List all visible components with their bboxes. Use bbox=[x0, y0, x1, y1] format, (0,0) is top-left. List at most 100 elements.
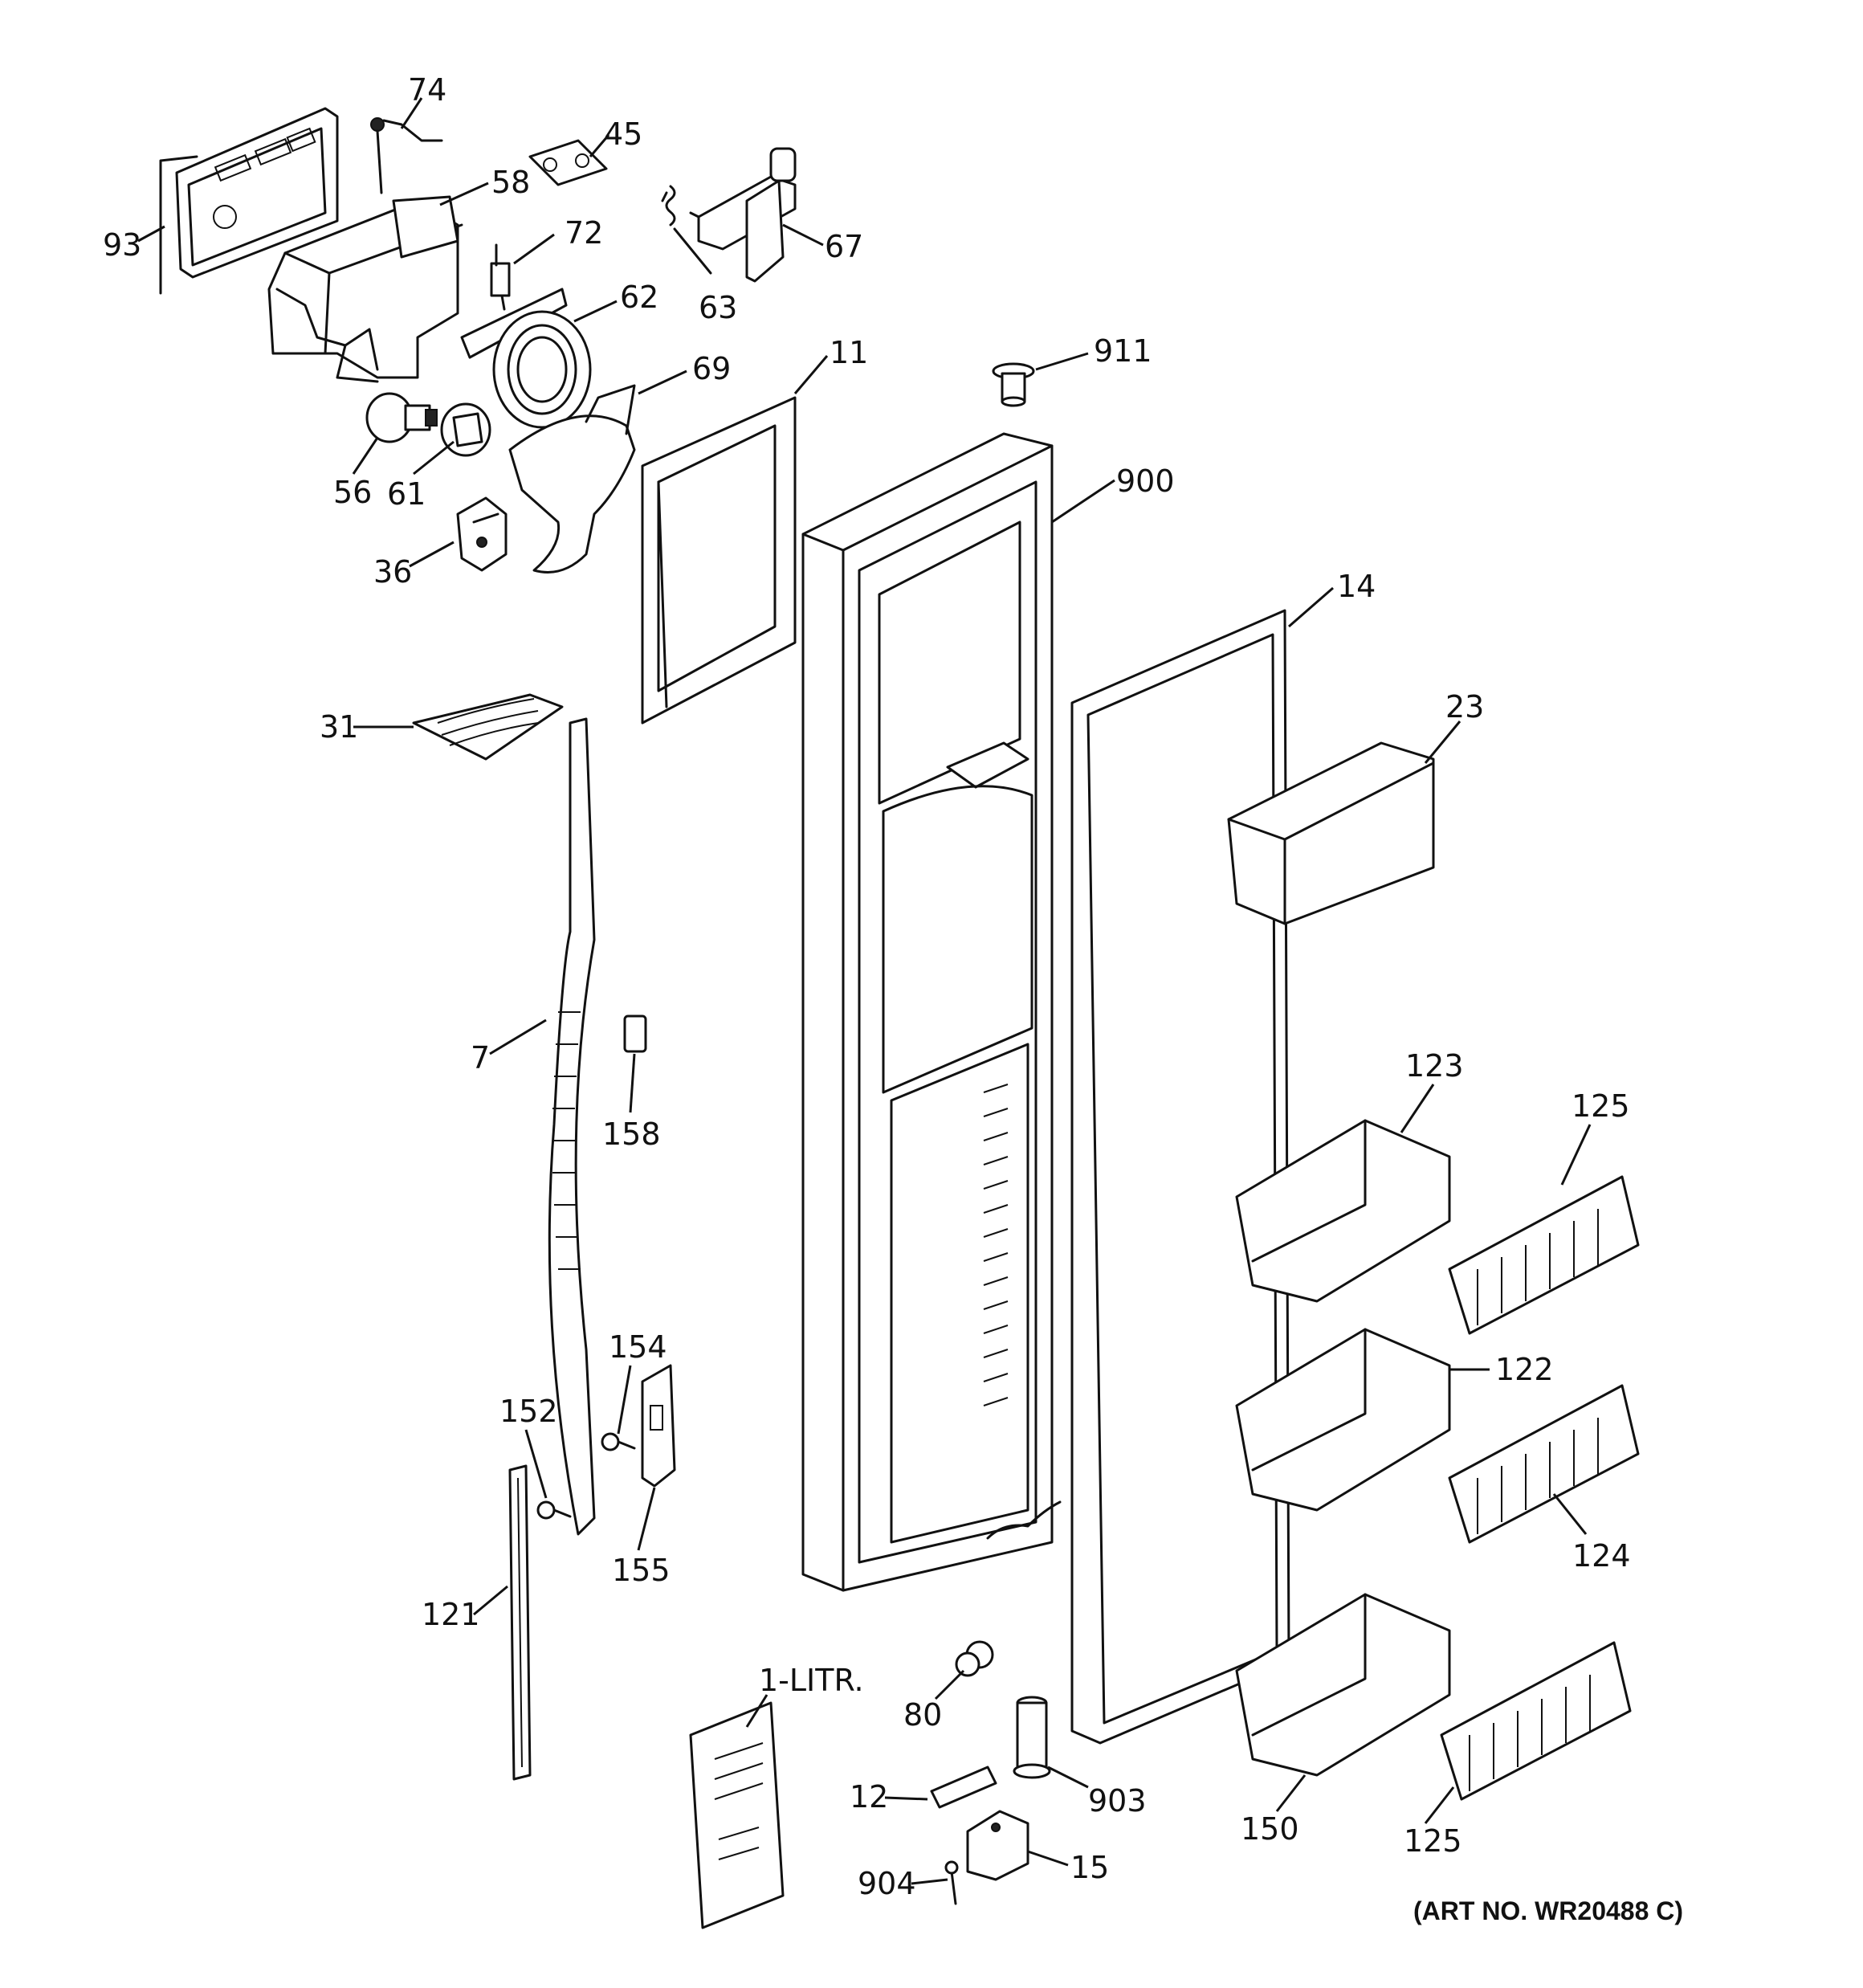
door-shelf-ribs bbox=[983, 1084, 1009, 1406]
callout-11: 11 bbox=[830, 335, 868, 370]
leader-125a bbox=[1560, 1124, 1592, 1186]
part-903-bushing bbox=[1013, 1696, 1051, 1779]
part-125-basket-upper bbox=[1448, 1175, 1640, 1335]
callout-61: 61 bbox=[387, 476, 426, 512]
callout-122: 122 bbox=[1495, 1352, 1554, 1387]
leader-62 bbox=[573, 300, 618, 323]
leader-154 bbox=[617, 1365, 632, 1435]
leader-124 bbox=[1552, 1493, 1588, 1535]
part-14-door-gasket bbox=[1070, 609, 1290, 1745]
part-122-bin bbox=[1235, 1328, 1451, 1512]
part-155-hinge bbox=[641, 1364, 676, 1488]
leader-11 bbox=[793, 355, 829, 394]
art-number: (ART NO. WR20488 C) bbox=[1413, 1896, 1683, 1925]
part-61-socket bbox=[440, 402, 491, 457]
part-150-bin bbox=[1235, 1593, 1451, 1777]
leader-121 bbox=[473, 1585, 508, 1616]
part-123-bin bbox=[1235, 1119, 1451, 1303]
leader-61 bbox=[413, 440, 455, 476]
callout-93: 93 bbox=[103, 227, 141, 263]
leader-45 bbox=[589, 134, 610, 157]
part-11-frame bbox=[641, 396, 797, 725]
part-23-bin bbox=[1227, 741, 1435, 925]
callout-121: 121 bbox=[422, 1597, 480, 1632]
part-158-clip bbox=[623, 1014, 647, 1053]
callout-154: 154 bbox=[609, 1329, 667, 1365]
callout-125b: 125 bbox=[1404, 1823, 1462, 1859]
part-58-housing bbox=[267, 195, 463, 383]
leader-80 bbox=[934, 1669, 965, 1700]
callout-74: 74 bbox=[408, 72, 446, 108]
callout-62: 62 bbox=[620, 280, 658, 315]
leader-58 bbox=[439, 182, 489, 206]
part-36-bracket bbox=[456, 496, 508, 572]
callout-1litr: 1-LITR. bbox=[759, 1663, 864, 1698]
callout-23: 23 bbox=[1445, 689, 1484, 725]
callout-124: 124 bbox=[1572, 1538, 1631, 1574]
leader-36 bbox=[409, 541, 455, 568]
callout-911: 911 bbox=[1094, 333, 1152, 369]
callout-150: 150 bbox=[1241, 1811, 1299, 1847]
part-124-basket bbox=[1448, 1384, 1640, 1544]
part-12-shim bbox=[930, 1766, 997, 1809]
callout-63: 63 bbox=[699, 290, 737, 325]
leader-903 bbox=[1047, 1766, 1089, 1789]
callout-903: 903 bbox=[1088, 1783, 1147, 1819]
part-62-ring bbox=[460, 288, 592, 429]
part-31-grille bbox=[412, 693, 564, 761]
callout-58: 58 bbox=[491, 165, 530, 200]
leader-123 bbox=[1400, 1084, 1435, 1133]
callout-72: 72 bbox=[565, 215, 603, 251]
callout-80: 80 bbox=[903, 1697, 942, 1733]
leader-93 bbox=[137, 225, 165, 243]
leader-14 bbox=[1288, 586, 1334, 628]
part-7-handle bbox=[548, 717, 596, 1536]
leader-150 bbox=[1275, 1774, 1307, 1812]
part-67-bracket bbox=[689, 147, 797, 283]
leader-1litr bbox=[745, 1694, 768, 1728]
callout-904: 904 bbox=[858, 1866, 916, 1901]
part-152-screw bbox=[536, 1500, 572, 1520]
callout-56: 56 bbox=[333, 475, 372, 510]
leader-69 bbox=[638, 369, 687, 395]
callout-123: 123 bbox=[1405, 1048, 1464, 1084]
callout-125a: 125 bbox=[1572, 1088, 1630, 1124]
leader-152 bbox=[524, 1429, 548, 1499]
part-69-chute bbox=[508, 384, 636, 574]
leader-155 bbox=[637, 1487, 656, 1551]
callout-152: 152 bbox=[499, 1394, 558, 1429]
callout-12: 12 bbox=[850, 1779, 888, 1815]
callout-7: 7 bbox=[471, 1040, 490, 1076]
part-911-bushing bbox=[992, 362, 1035, 407]
callout-900: 900 bbox=[1116, 463, 1175, 499]
part-904-screw bbox=[944, 1860, 959, 1905]
leader-900 bbox=[1051, 479, 1115, 524]
part-72-switch bbox=[490, 243, 511, 311]
leader-56 bbox=[352, 437, 379, 475]
part-56-bulb bbox=[365, 392, 438, 443]
leader-125b bbox=[1424, 1786, 1455, 1824]
leader-911 bbox=[1035, 352, 1089, 371]
callout-155: 155 bbox=[612, 1553, 671, 1588]
callout-36: 36 bbox=[373, 554, 412, 590]
callout-67: 67 bbox=[825, 229, 863, 264]
part-63-spring bbox=[661, 185, 712, 275]
part-900-door bbox=[801, 432, 1062, 1592]
part-93-control-board bbox=[159, 107, 339, 295]
part-1-litr-literature bbox=[689, 1701, 785, 1929]
leader-904 bbox=[911, 1878, 948, 1885]
part-125-basket-lower bbox=[1440, 1641, 1632, 1801]
leader-23 bbox=[1424, 720, 1461, 764]
callout-158: 158 bbox=[602, 1116, 661, 1152]
part-80-plug bbox=[955, 1640, 994, 1677]
callout-31: 31 bbox=[320, 709, 358, 745]
leader-12 bbox=[884, 1796, 928, 1801]
leader-158 bbox=[629, 1053, 636, 1113]
leader-15 bbox=[1027, 1850, 1069, 1867]
part-121-trim bbox=[508, 1464, 532, 1781]
callout-69: 69 bbox=[692, 351, 731, 386]
callout-45: 45 bbox=[604, 116, 642, 152]
leader-72 bbox=[513, 233, 555, 265]
part-15-hinge bbox=[966, 1810, 1029, 1881]
leader-lines bbox=[137, 97, 1592, 1885]
